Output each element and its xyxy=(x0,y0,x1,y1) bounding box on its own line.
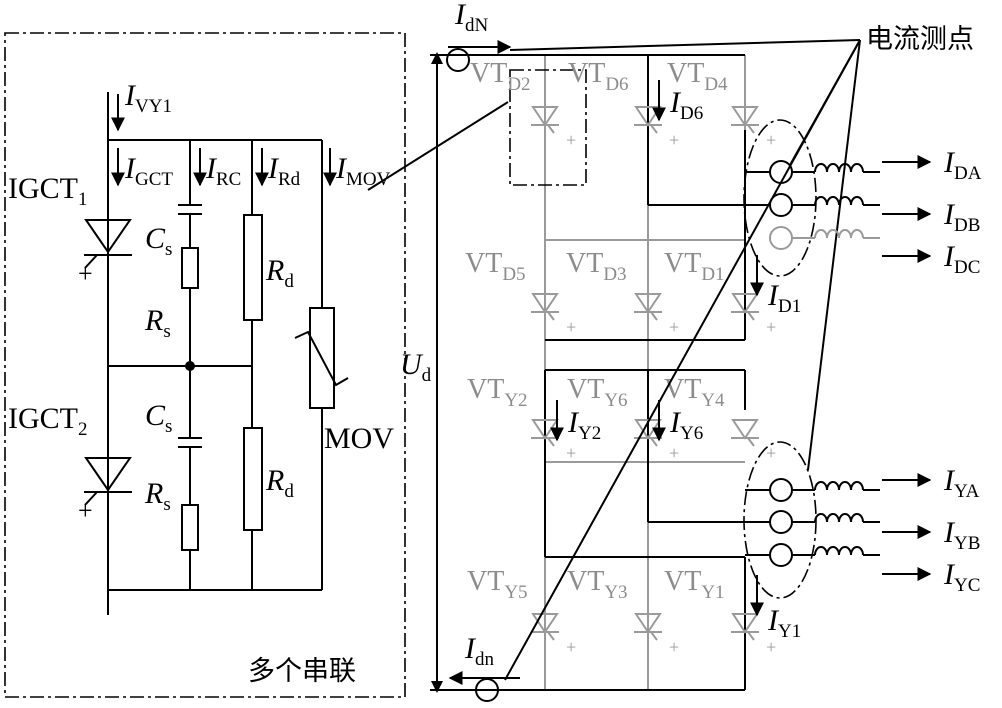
svg-text:+: + xyxy=(766,637,776,657)
label-ivy1: IVY1 xyxy=(124,79,172,117)
label-iy2: IY2 xyxy=(567,406,601,444)
svg-text:+: + xyxy=(566,130,576,150)
svg-text:+: + xyxy=(78,496,93,525)
resistor-rd-bottom xyxy=(243,427,263,531)
label-mov: MOV xyxy=(324,422,394,455)
svg-text:+: + xyxy=(566,443,576,463)
svg-text:+: + xyxy=(669,130,679,150)
label-iy1: IY1 xyxy=(767,604,801,642)
svg-text:+: + xyxy=(766,443,776,463)
label-iyb: IYB xyxy=(943,516,980,554)
label-vtd1: VTD1 xyxy=(664,248,725,285)
label-idN: IdN xyxy=(454,0,489,36)
resistor-rs-bottom xyxy=(181,504,199,551)
label-idb: IDB xyxy=(943,198,980,236)
label-ida: IDA xyxy=(943,146,982,184)
svg-text:+: + xyxy=(566,317,576,337)
label-ird: IRd xyxy=(267,152,301,190)
label-cs-top: Cs xyxy=(145,222,172,260)
label-rd-bottom: Rd xyxy=(265,464,294,502)
resistor-rd-top xyxy=(243,214,263,321)
label-imov: IMOV xyxy=(335,152,391,190)
inductor-yc xyxy=(814,546,864,556)
inductor-yb xyxy=(814,513,864,523)
label-vtd2: VTD2 xyxy=(470,58,531,95)
svg-text:+: + xyxy=(669,443,679,463)
label-vty3: VTY3 xyxy=(567,566,628,603)
label-idn: Idn xyxy=(464,632,495,670)
label-iyc: IYC xyxy=(943,558,980,596)
inductor-dc xyxy=(814,229,864,239)
label-irc: IRC xyxy=(205,152,241,190)
label-ud: Ud xyxy=(400,348,432,386)
svg-text:+: + xyxy=(766,317,776,337)
label-vtd6: VTD6 xyxy=(568,58,629,95)
label-igct1: IGCT1 xyxy=(8,172,88,210)
label-iy6: IY6 xyxy=(669,406,703,444)
label-id6: ID6 xyxy=(669,86,703,124)
label-iya: IYA xyxy=(943,464,980,502)
valve-module-detail: + + IVY1 IGCT IRC IRd IMOV IGCT1 IGCT2 C… xyxy=(4,32,406,698)
label-vtd3: VTD3 xyxy=(566,248,627,285)
converter-bridge: Ud IdN Idn + + + + + + + + + + + + VTD2 VTD6 VTD… xyxy=(400,0,982,702)
label-igct2: IGCT2 xyxy=(8,402,88,440)
highlight-vtd2 xyxy=(509,69,587,186)
label-idc: IDC xyxy=(943,240,980,278)
label-rs-bottom: Rs xyxy=(144,477,171,515)
svg-text:+: + xyxy=(669,317,679,337)
inductor-da xyxy=(814,163,864,173)
callout-lines xyxy=(504,39,861,681)
svg-text:+: + xyxy=(78,259,93,288)
inductor-ya xyxy=(814,481,864,491)
svg-text:+: + xyxy=(566,637,576,657)
label-igct: IGCT xyxy=(124,152,173,190)
ring-d xyxy=(743,119,817,277)
label-id1: ID1 xyxy=(767,279,801,317)
label-vtd4: VTD4 xyxy=(667,58,728,95)
module-dashed-frame xyxy=(4,32,406,698)
sensor-idN xyxy=(446,48,470,72)
ring-y xyxy=(743,441,817,599)
label-vty6: VTY6 xyxy=(567,374,628,411)
label-vty2: VTY2 xyxy=(467,374,528,411)
label-rd-top: Rd xyxy=(265,254,294,292)
igct1-symbol: + xyxy=(78,219,132,288)
svg-text:+: + xyxy=(766,130,776,150)
inductor-db xyxy=(814,196,864,206)
label-rs-top: Rs xyxy=(144,304,171,342)
label-vty5: VTY5 xyxy=(467,566,528,603)
igct2-symbol: + xyxy=(78,457,132,525)
label-measure-points: 电流测点 xyxy=(866,24,974,55)
svg-text:+: + xyxy=(669,637,679,657)
label-vtd5: VTD5 xyxy=(465,248,526,285)
label-cs-bottom: Cs xyxy=(145,399,172,437)
label-vty1: VTY1 xyxy=(664,566,725,603)
label-vty4: VTY4 xyxy=(664,374,725,411)
resistor-rs-top xyxy=(181,247,199,289)
label-series-note: 多个串联 xyxy=(248,656,356,687)
